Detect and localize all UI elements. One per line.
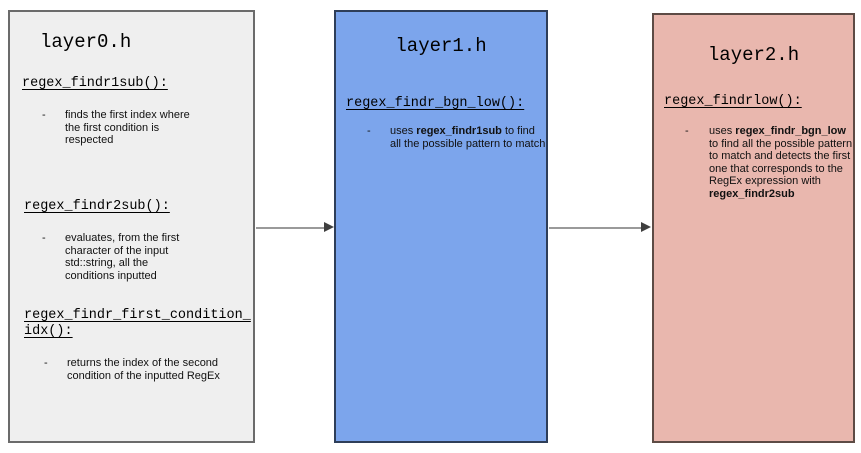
arrow-line [256,227,325,229]
description-regex-findr-bgn-low: - uses regex_findr1sub to find all the p… [367,125,546,150]
heading-regex-findr2sub: regex_findr2sub(): [24,199,170,214]
description-regex-findr1sub: - finds the first index where the first … [42,109,202,147]
bullet-text: uses regex_findr1sub to find all the pos… [390,125,546,150]
arrow-head-icon [324,222,334,232]
bullet-text: uses regex_findr_bgn_low to find all the… [709,125,853,200]
bullet-text: returns the index of the second conditio… [67,357,220,382]
description-regex-findr2sub: - evaluates, from the first character of… [42,232,197,282]
heading-regex-findr-bgn-low: regex_findr_bgn_low(): [346,96,525,111]
layer0-title: layer0.h [40,31,132,53]
heading-regex-findr-first-condition-idx: regex_findr_first_condition_idx(): [24,308,251,339]
bullet-dash: - [42,109,46,121]
description-regex-findr-first-condition-idx: - returns the index of the second condit… [44,357,229,382]
bullet-dash: - [42,232,46,244]
heading-regex-findr1sub: regex_findr1sub(): [22,76,168,91]
layer1-box: layer1.h regex_findr_bgn_low(): - uses r… [334,10,548,443]
description-regex-findrlow: - uses regex_findr_bgn_low to find all t… [685,125,856,200]
heading-regex-findrlow: regex_findrlow(): [664,94,802,109]
arrow-line [549,227,642,229]
layer2-title: layer2.h [707,44,800,66]
layer1-title: layer1.h [395,35,487,57]
bullet-text: finds the first index where the first co… [65,109,190,146]
bullet-dash: - [685,125,689,137]
layer2-box: layer2.h regex_findrlow(): - uses regex_… [652,13,855,443]
arrow-head-icon [641,222,651,232]
bullet-text: evaluates, from the first character of t… [65,232,180,282]
bullet-dash: - [367,125,371,137]
bullet-dash: - [44,357,48,369]
layer0-box: layer0.h regex_findr1sub(): - finds the … [8,10,255,443]
